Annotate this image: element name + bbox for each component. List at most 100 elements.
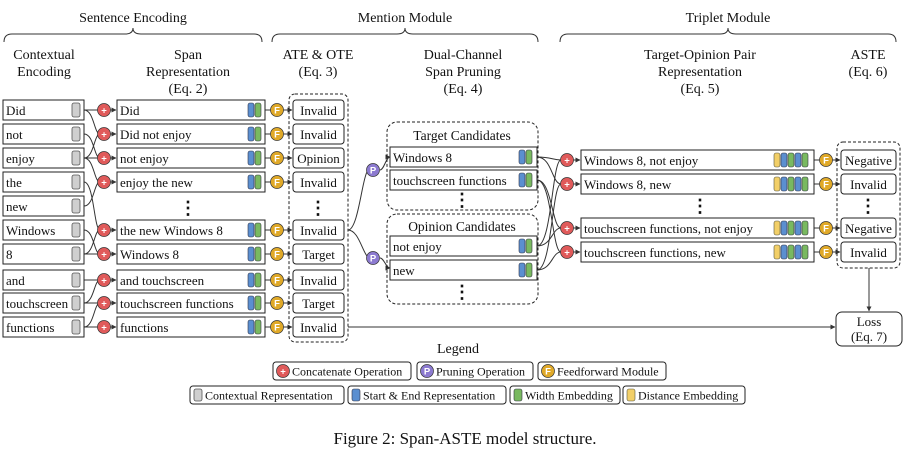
- concat-operation-icon: +: [276, 364, 290, 378]
- legend-distance-chip: [626, 388, 636, 402]
- opinion-candidates-title: Opinion Candidates: [408, 219, 516, 234]
- svg-text:(Eq. 4): (Eq. 4): [444, 82, 483, 97]
- start-end-chip: [518, 149, 526, 165]
- target-candidate-box: touchscreen functions: [389, 169, 538, 191]
- start-end-chip: [794, 244, 802, 260]
- start-end-chip: [794, 152, 802, 168]
- start-end-chip: [780, 220, 788, 236]
- width-chip: [254, 295, 262, 311]
- svg-text:+: +: [564, 248, 570, 259]
- aste-label-box: Negative: [840, 149, 897, 171]
- svg-text:+: +: [101, 106, 107, 117]
- ffn-operation-icon: F: [270, 127, 284, 141]
- svg-text:F: F: [274, 250, 280, 261]
- legend-label: Contextual Representation: [205, 389, 333, 403]
- header-triplet-module: Triplet Module: [686, 11, 771, 26]
- target-candidate-box: Windows 8: [389, 146, 538, 168]
- start-end-chip: [247, 102, 255, 118]
- concat-operation-icon: +: [560, 177, 574, 191]
- ffn-operation-icon: F: [270, 247, 284, 261]
- ffn-operation-icon: F: [270, 223, 284, 237]
- svg-text:+: +: [101, 130, 107, 141]
- contextual-representation-chip: [71, 272, 81, 288]
- contextual-representation-chip: [71, 150, 81, 166]
- ffn-operation-icon: F: [819, 245, 833, 259]
- start-end-chip: [247, 319, 255, 335]
- width-chip: [254, 150, 262, 166]
- ate-ellipsis: ⋮: [309, 198, 327, 218]
- legend-concat: +Concatenate Operation: [272, 361, 412, 381]
- svg-text:F: F: [274, 226, 280, 237]
- contextual-representation-chip: [71, 174, 81, 190]
- pair-label: Windows 8, new: [584, 177, 672, 192]
- span-box: Did not enjoy: [116, 123, 266, 145]
- ate-label-box: Target: [292, 243, 345, 265]
- legend-label: Width Embedding: [525, 389, 613, 403]
- span-box: Windows 8: [116, 243, 266, 265]
- svg-text:ATE & OTE: ATE & OTE: [283, 48, 354, 63]
- opinion-candidate-label: not enjoy: [393, 239, 442, 254]
- start-end-chip: [794, 176, 802, 192]
- svg-text:F: F: [823, 248, 829, 259]
- start-end-chip: [247, 272, 255, 288]
- token-label: the: [6, 175, 22, 190]
- svg-text:+: +: [101, 299, 107, 310]
- span-label: Did: [120, 103, 140, 118]
- width-chip: [254, 319, 262, 335]
- svg-text:ASTE: ASTE: [851, 48, 886, 63]
- opinion-candidate-box: new: [389, 259, 538, 281]
- concat-operation-icon: +: [560, 153, 574, 167]
- svg-text:Encoding: Encoding: [17, 65, 71, 80]
- span-box: the new Windows 8: [116, 219, 266, 241]
- legend-contextual-chip: [193, 388, 203, 402]
- svg-text:P: P: [370, 166, 377, 177]
- target-ellipsis: ⋮: [453, 190, 471, 210]
- opinion-candidate-label: new: [393, 263, 415, 278]
- target-candidate-label: touchscreen functions: [393, 173, 507, 188]
- column-title-pruning: Dual-Channel Span Pruning (Eq. 4): [424, 48, 503, 97]
- svg-text:+: +: [280, 367, 286, 378]
- legend-start-end: Start & End Representation: [347, 385, 507, 405]
- start-end-chip: [780, 176, 788, 192]
- width-chip: [801, 220, 809, 236]
- token-box: not: [2, 123, 85, 145]
- svg-text:F: F: [274, 106, 280, 117]
- svg-text:Contextual: Contextual: [13, 48, 75, 63]
- concat-operation-icon: +: [97, 127, 111, 141]
- width-chip: [254, 126, 262, 142]
- ate-label: Invalid: [300, 223, 337, 238]
- ate-label: Invalid: [300, 273, 337, 288]
- concat-operation-icon: +: [97, 320, 111, 334]
- legend-title: Legend: [437, 342, 479, 357]
- span-box: Did: [116, 99, 266, 121]
- ate-label-box: Invalid: [292, 99, 345, 121]
- span-box: functions: [116, 316, 266, 338]
- token-box: Windows: [2, 219, 85, 241]
- token-label: enjoy: [6, 151, 35, 166]
- ate-label-box: Invalid: [292, 316, 345, 338]
- token-label: not: [6, 127, 23, 142]
- width-chip: [254, 102, 262, 118]
- aste-label: Invalid: [850, 177, 887, 192]
- ate-label-box: Target: [292, 292, 345, 314]
- start-end-chip: [780, 244, 788, 260]
- prune-operation-icon: P: [366, 163, 380, 177]
- width-chip: [254, 246, 262, 262]
- contextual-representation-chip: [71, 102, 81, 118]
- svg-text:F: F: [274, 323, 280, 334]
- column-title-contextual: Contextual Encoding: [13, 48, 75, 80]
- svg-text:F: F: [823, 180, 829, 191]
- start-end-chip: [518, 238, 526, 254]
- legend-width-chip: [513, 388, 523, 402]
- ffn-operation-icon: F: [270, 320, 284, 334]
- svg-text:P: P: [370, 254, 377, 265]
- svg-text:+: +: [101, 276, 107, 287]
- prune-operation-icon: P: [420, 364, 434, 378]
- legend-label: Feedforward Module: [557, 365, 659, 379]
- brace-sentence-encoding: [3, 27, 263, 43]
- svg-text:(Eq. 7): (Eq. 7): [851, 329, 887, 344]
- distance-chip: [773, 220, 781, 236]
- ffn-operation-icon: F: [819, 177, 833, 191]
- header-mention-module: Mention Module: [358, 11, 453, 26]
